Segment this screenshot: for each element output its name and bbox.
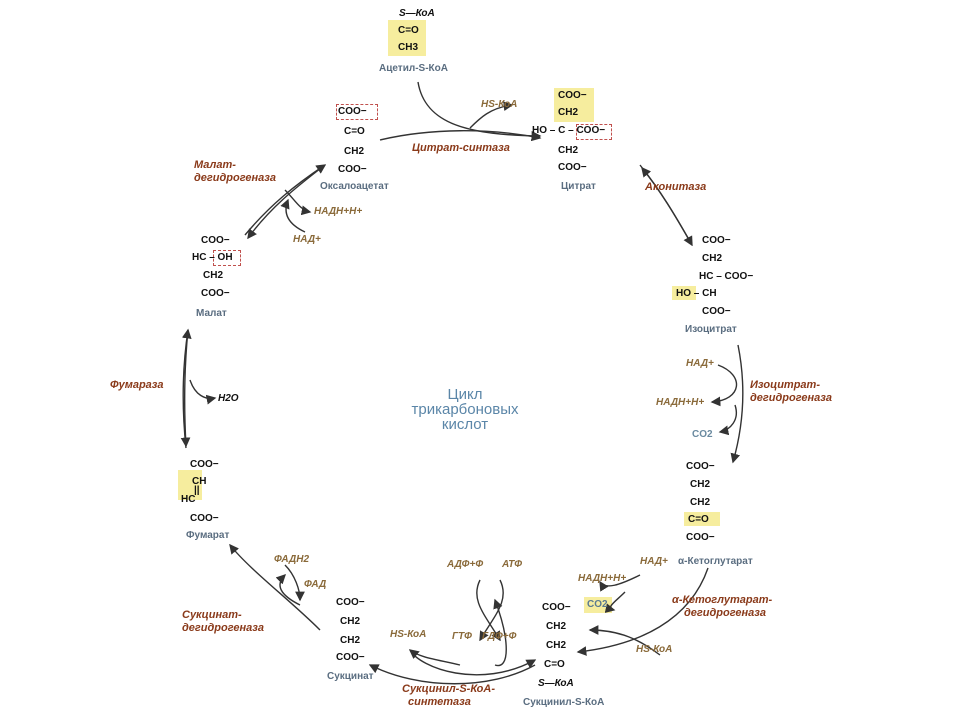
cofactor-nadh-3: НАДН+Н+ bbox=[314, 206, 363, 217]
cofactor-hs-coa-3: HS-КоА bbox=[390, 629, 427, 640]
enzyme-citrate-synthase: Цитрат-синтаза bbox=[412, 142, 510, 154]
oxaloacetate-label: Оксалоацетат bbox=[320, 181, 389, 192]
citrate-label: Цитрат bbox=[561, 181, 596, 192]
cofactor-nad-2: НАД+ bbox=[640, 556, 668, 567]
ketoglutarate-label: α-Кетоглутарат bbox=[678, 556, 753, 567]
malate-row-0: COO− bbox=[201, 235, 230, 246]
acetyl-row-1: C=O bbox=[398, 25, 419, 36]
citrate-row-0: COO− bbox=[558, 90, 587, 101]
cofactor-co2-2: CO2 bbox=[587, 599, 608, 610]
enzyme-ketoglutarate-dh-1: α-Кетоглутарат- bbox=[672, 594, 773, 606]
cofactor-hs-coa-1: HS-КоА bbox=[481, 99, 518, 110]
enzyme-malate-dh-1: Малат- bbox=[194, 159, 236, 171]
enzyme-fumarase: Фумараза bbox=[110, 379, 164, 391]
enzyme-succinyl-synthetase-1: Сукцинил-S-КоА- bbox=[402, 683, 496, 695]
oxaloacetate-dashed-box bbox=[336, 104, 378, 120]
malate-row-2: CH2 bbox=[203, 270, 224, 281]
isocitrate-row-3: HO – CH bbox=[676, 288, 717, 299]
fumarate-row-4: COO− bbox=[190, 513, 219, 524]
succinylcoa-row-0: COO− bbox=[542, 602, 571, 613]
succinylcoa-label: Сукцинил-S-КоА bbox=[523, 697, 605, 708]
acetyl-coa-label: Ацетил-S-КоА bbox=[379, 63, 448, 74]
cycle-title-line-1: Цикл bbox=[447, 386, 483, 403]
isocitrate-row-4: COO− bbox=[702, 306, 731, 317]
cofactor-hs-coa-2: HS-КоА bbox=[636, 644, 673, 655]
citrate-row-2: HO – C – COO− bbox=[532, 125, 606, 136]
cofactor-fad: ФАД bbox=[304, 579, 327, 590]
succinate-row-0: COO− bbox=[336, 597, 365, 608]
cofactor-adp: АДФ+Ф bbox=[447, 559, 484, 570]
cycle-title-line-3: кислот bbox=[441, 416, 489, 433]
fumarate-highlight bbox=[178, 470, 202, 500]
ketoglutarate-row-0: COO− bbox=[686, 461, 715, 472]
succinylcoa-row-3: C=O bbox=[544, 659, 565, 670]
fumarate-row-0: COO− bbox=[190, 459, 219, 470]
citrate-row-4: COO− bbox=[558, 162, 587, 173]
acetyl-row-0: S—КоА bbox=[399, 8, 435, 19]
cycle-title-line-2: трикарбоновых bbox=[411, 401, 519, 418]
citrate-dashed-box bbox=[576, 124, 612, 140]
malate-row-3: COO− bbox=[201, 288, 230, 299]
enzyme-malate-dh-2: дегидрогеназа bbox=[194, 172, 276, 184]
citrate-row-1: CH2 bbox=[558, 107, 579, 118]
cofactor-nadh-1: НАДН+Н+ bbox=[656, 397, 705, 408]
succinylcoa-row-4: S—КоА bbox=[538, 678, 574, 689]
enzyme-succinyl-synthetase-2: синтетаза bbox=[408, 696, 471, 708]
enzyme-ketoglutarate-dh-2: дегидрогеназа bbox=[684, 607, 766, 619]
citrate-row-3: CH2 bbox=[558, 145, 579, 156]
oxaloacetate-row-0: COO− bbox=[338, 106, 367, 117]
fumarate-row-3: HC bbox=[181, 494, 196, 505]
ketoglutarate-row-1: CH2 bbox=[690, 479, 711, 490]
enzyme-isocitrate-dh-1: Изоцитрат- bbox=[750, 379, 820, 391]
isocitrate-highlight bbox=[672, 286, 696, 300]
succinylcoa-row-2: CH2 bbox=[546, 640, 567, 651]
isocitrate-row-1: CH2 bbox=[702, 253, 723, 264]
succinate-row-2: CH2 bbox=[340, 635, 361, 646]
acetyl-highlight bbox=[388, 20, 426, 56]
cofactor-co2-1: CO2 bbox=[692, 429, 713, 440]
cofactor-nad-3: НАД+ bbox=[293, 234, 321, 245]
malate-label: Малат bbox=[196, 308, 227, 319]
isocitrate-row-0: COO− bbox=[702, 235, 731, 246]
cofactor-fadh2: ФАДН2 bbox=[274, 554, 310, 565]
isocitrate-label: Изоцитрат bbox=[685, 324, 737, 335]
ketoglutarate-highlight bbox=[684, 512, 720, 526]
ketoglutarate-row-4: COO− bbox=[686, 532, 715, 543]
oxaloacetate-row-2: CH2 bbox=[344, 146, 365, 157]
malate-row-1: HC – OH bbox=[192, 252, 233, 263]
fumarate-label: Фумарат bbox=[186, 530, 230, 541]
cycle-title: Цикл трикарбоновых кислот bbox=[395, 387, 535, 432]
succinate-row-3: COO− bbox=[336, 652, 365, 663]
oxaloacetate-row-1: C=O bbox=[344, 126, 365, 137]
fumarate-row-1: CH bbox=[192, 476, 207, 487]
enzyme-succinate-dh-1: Сукцинат- bbox=[182, 609, 242, 621]
citrate-highlight bbox=[554, 88, 594, 122]
cofactor-gdp: ГДФ+Ф bbox=[482, 631, 517, 642]
succinate-row-1: CH2 bbox=[340, 616, 361, 627]
acetyl-row-2: CH3 bbox=[398, 42, 419, 53]
succinate-label: Сукцинат bbox=[327, 671, 374, 682]
malate-dashed-box bbox=[213, 250, 241, 266]
cofactor-nadh-2: НАДН+Н+ bbox=[578, 573, 627, 584]
cofactor-h2o: H2O bbox=[218, 393, 239, 404]
enzyme-succinate-dh-2: дегидрогеназа bbox=[182, 622, 264, 634]
oxaloacetate-row-3: COO− bbox=[338, 164, 367, 175]
cofactor-nad-1: НАД+ bbox=[686, 358, 714, 369]
enzyme-isocitrate-dh-2: дегидрогеназа bbox=[750, 392, 832, 404]
isocitrate-row-2: HC – COO− bbox=[699, 271, 754, 282]
ketoglutarate-row-3: C=O bbox=[688, 514, 709, 525]
enzyme-aconitase: Аконитаза bbox=[645, 181, 707, 193]
cofactor-atp: АТФ bbox=[502, 559, 522, 570]
succinylcoa-row-1: CH2 bbox=[546, 621, 567, 632]
cofactor-gtp: ГТФ bbox=[452, 631, 472, 642]
fumarate-row-2: || bbox=[194, 485, 200, 496]
ketoglutarate-row-2: CH2 bbox=[690, 497, 711, 508]
